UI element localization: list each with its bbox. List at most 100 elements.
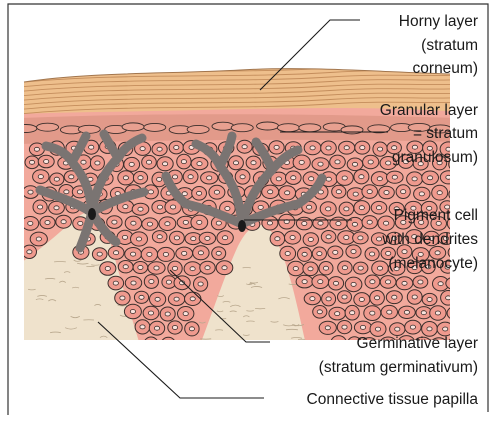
- cell: [144, 337, 158, 351]
- cell-nucleus: [205, 236, 210, 240]
- cell-nucleus: [258, 205, 263, 209]
- melanocyte-nucleus-left: [88, 208, 96, 220]
- cell-nucleus: [240, 175, 245, 179]
- cell-nucleus: [318, 162, 323, 166]
- cell-nucleus: [378, 147, 383, 151]
- cell-nucleus: [174, 297, 179, 301]
- cell-nucleus: [28, 190, 33, 194]
- cell-nucleus: [197, 220, 202, 224]
- cell-nucleus: [77, 190, 82, 194]
- cell-nucleus: [198, 251, 203, 255]
- cell-nucleus: [421, 311, 426, 315]
- granular-cell: [122, 123, 144, 131]
- cell-nucleus: [146, 160, 151, 164]
- cell-nucleus: [97, 252, 102, 256]
- cell-nucleus: [190, 297, 195, 301]
- cell-nucleus: [54, 177, 59, 181]
- cell-nucleus: [342, 295, 347, 299]
- cell-nucleus: [387, 310, 392, 314]
- cell: [449, 188, 465, 202]
- cell-nucleus: [61, 220, 66, 224]
- cell-nucleus: [367, 190, 372, 194]
- cell-nucleus: [358, 266, 363, 270]
- cell-nucleus: [418, 280, 423, 284]
- cell-nucleus: [454, 192, 459, 196]
- cell-nucleus: [123, 176, 128, 180]
- label-germinative-layer-1: Germinative layer: [357, 335, 478, 352]
- cell-nucleus: [165, 312, 170, 316]
- cell-nucleus: [120, 296, 125, 300]
- cell-nucleus: [214, 190, 219, 194]
- cell-nucleus: [308, 267, 313, 271]
- cell-nucleus: [344, 207, 349, 211]
- cell-nucleus: [182, 251, 187, 255]
- cell-nucleus: [157, 177, 162, 181]
- cell-nucleus: [317, 252, 322, 256]
- cell-nucleus: [139, 295, 144, 299]
- cell-nucleus: [112, 220, 117, 224]
- cell-nucleus: [370, 252, 375, 256]
- label-horny-layer-1: Horny layer: [399, 13, 478, 30]
- cell-nucleus: [335, 160, 340, 164]
- cell-nucleus: [291, 176, 296, 180]
- cell-nucleus: [395, 327, 400, 331]
- cell-nucleus: [386, 280, 391, 284]
- cell-nucleus: [105, 267, 110, 271]
- cell-nucleus: [45, 221, 50, 225]
- cell-nucleus: [131, 221, 136, 225]
- cell-nucleus: [435, 311, 440, 315]
- cell-nucleus: [302, 280, 307, 284]
- cell-nucleus: [123, 265, 128, 269]
- granular-cell: [187, 125, 209, 133]
- cell-nucleus: [333, 250, 338, 254]
- cell-nucleus: [38, 175, 43, 179]
- cell-nucleus: [323, 266, 328, 270]
- cell-nucleus: [163, 252, 168, 256]
- label-pigment-cell-2: with dendrites: [381, 231, 478, 248]
- cell-nucleus: [140, 147, 145, 151]
- cell-nucleus: [350, 311, 355, 315]
- cell-nucleus: [293, 267, 298, 271]
- cell-nucleus: [157, 205, 162, 209]
- cell: [331, 336, 347, 351]
- cell-nucleus: [326, 297, 331, 301]
- cell-nucleus: [302, 252, 307, 256]
- cell-nucleus: [285, 191, 290, 195]
- cell-nucleus: [377, 177, 382, 181]
- granular-cell: [37, 123, 59, 131]
- cell-nucleus: [446, 175, 451, 179]
- cell-nucleus: [138, 207, 143, 211]
- cell-nucleus: [310, 146, 315, 150]
- cell-nucleus: [443, 327, 448, 331]
- cell-nucleus: [148, 311, 153, 315]
- cell-nucleus: [427, 298, 432, 302]
- cell-nucleus: [370, 280, 375, 284]
- cell-nucleus: [427, 327, 432, 331]
- cell-nucleus: [36, 237, 41, 241]
- cell-nucleus: [342, 266, 347, 270]
- cell-nucleus: [174, 146, 179, 150]
- cell-nucleus: [452, 281, 457, 285]
- label-pigment-cell-3: (melanocyte): [388, 255, 478, 272]
- cell-nucleus: [335, 312, 340, 316]
- cell-nucleus: [276, 177, 281, 181]
- granular-cell: [277, 124, 299, 132]
- cell-nucleus: [360, 325, 365, 329]
- cell-nucleus: [197, 191, 202, 195]
- cell-nucleus: [370, 311, 375, 315]
- cell-nucleus: [154, 266, 159, 270]
- cell-nucleus: [130, 310, 135, 314]
- cell-nucleus: [147, 252, 152, 256]
- cell-nucleus: [129, 162, 134, 166]
- cell-nucleus: [384, 221, 389, 225]
- cell: [161, 337, 175, 349]
- cell-nucleus: [138, 266, 143, 270]
- cell-nucleus: [317, 310, 322, 314]
- granular-cell: [231, 124, 253, 132]
- cell-nucleus: [95, 161, 100, 165]
- granular-cell: [15, 124, 37, 132]
- cell-nucleus: [437, 191, 442, 195]
- label-granular-layer-1: Granular layer: [380, 102, 478, 119]
- cell-nucleus: [404, 310, 409, 314]
- cell-nucleus: [29, 160, 34, 164]
